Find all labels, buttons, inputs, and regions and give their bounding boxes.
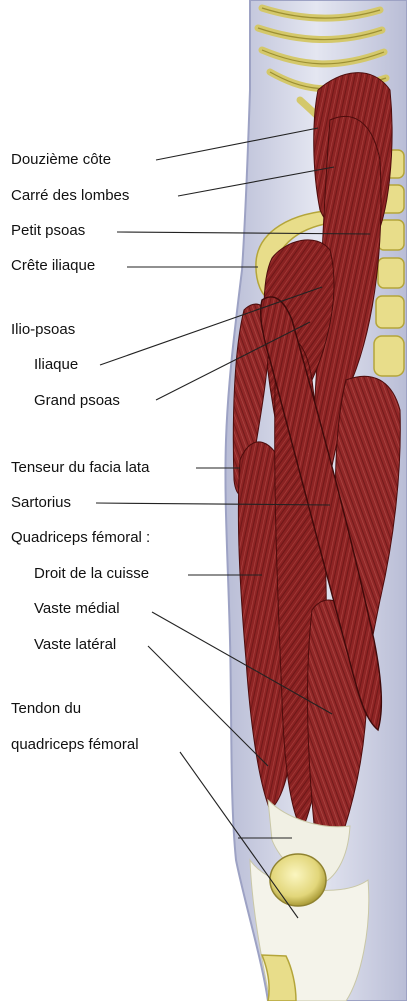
label-droit: Droit de la cuisse	[34, 565, 149, 583]
label-douzieme-cote: Douzième côte	[11, 151, 111, 169]
patella	[270, 854, 326, 906]
label-vaste-lateral: Vaste latéral	[34, 636, 116, 654]
label-crete-iliaque: Crête iliaque	[11, 257, 95, 275]
label-quadriceps: Quadriceps fémoral :	[11, 529, 150, 547]
label-tendon-line1: Tendon du	[11, 700, 81, 718]
label-grand-psoas: Grand psoas	[34, 392, 120, 410]
label-tenseur: Tenseur du facia lata	[11, 459, 149, 477]
label-tendon-line2: quadriceps fémoral	[11, 736, 139, 754]
label-ilio-psoas: Ilio-psoas	[11, 321, 75, 339]
label-carre-des-lombes: Carré des lombes	[11, 187, 129, 205]
label-petit-psoas: Petit psoas	[11, 222, 85, 240]
label-iliaque: Iliaque	[34, 356, 78, 374]
label-vaste-medial: Vaste médial	[34, 600, 120, 618]
label-sartorius: Sartorius	[11, 494, 71, 512]
